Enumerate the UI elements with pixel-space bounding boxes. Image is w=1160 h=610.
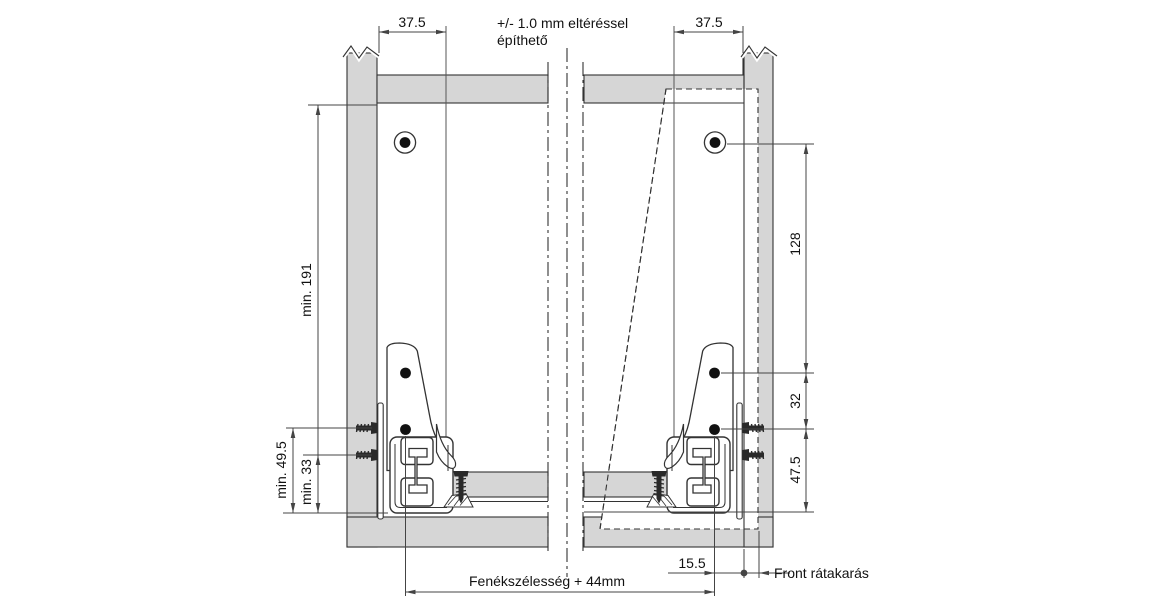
dim-top-right-label: 37.5: [695, 14, 722, 30]
dim-min-screw-top-label: min. 49.5: [273, 441, 289, 499]
dim-bracket-bottom-label: 47.5: [787, 456, 803, 483]
dim-bottom-width-label: Fenékszélesség + 44mm: [469, 573, 625, 589]
dimension-lines: [283, 26, 814, 596]
dim-side-offset-label: 15.5: [678, 555, 705, 571]
tolerance-note-line1: +/- 1.0 mm eltéréssel: [497, 15, 628, 31]
dim-min-screw-bottom-label: min. 33: [298, 459, 314, 505]
dimension-arrowheads: [290, 29, 809, 595]
dim-top-left-label: 37.5: [398, 14, 425, 30]
center-break-lines: [547, 48, 584, 577]
tolerance-note-line2: építhető: [497, 32, 548, 48]
top-panel-left-segment: [376, 74, 549, 104]
dim-hole-to-bracket-label: 128: [787, 232, 803, 256]
front-overlay-label: Front rátakarás: [774, 565, 869, 581]
dim-bracket-holes-label: 32: [787, 393, 803, 409]
bottom-panel-left-segment: [346, 516, 549, 548]
dim-min-height-label: min. 191: [298, 263, 314, 317]
cabinet-side-panel-left: [346, 52, 378, 548]
dimension-dot-terminator: [740, 569, 748, 577]
break-marks: [340, 41, 779, 63]
front-panel-diagonal-edge: [599, 88, 667, 530]
